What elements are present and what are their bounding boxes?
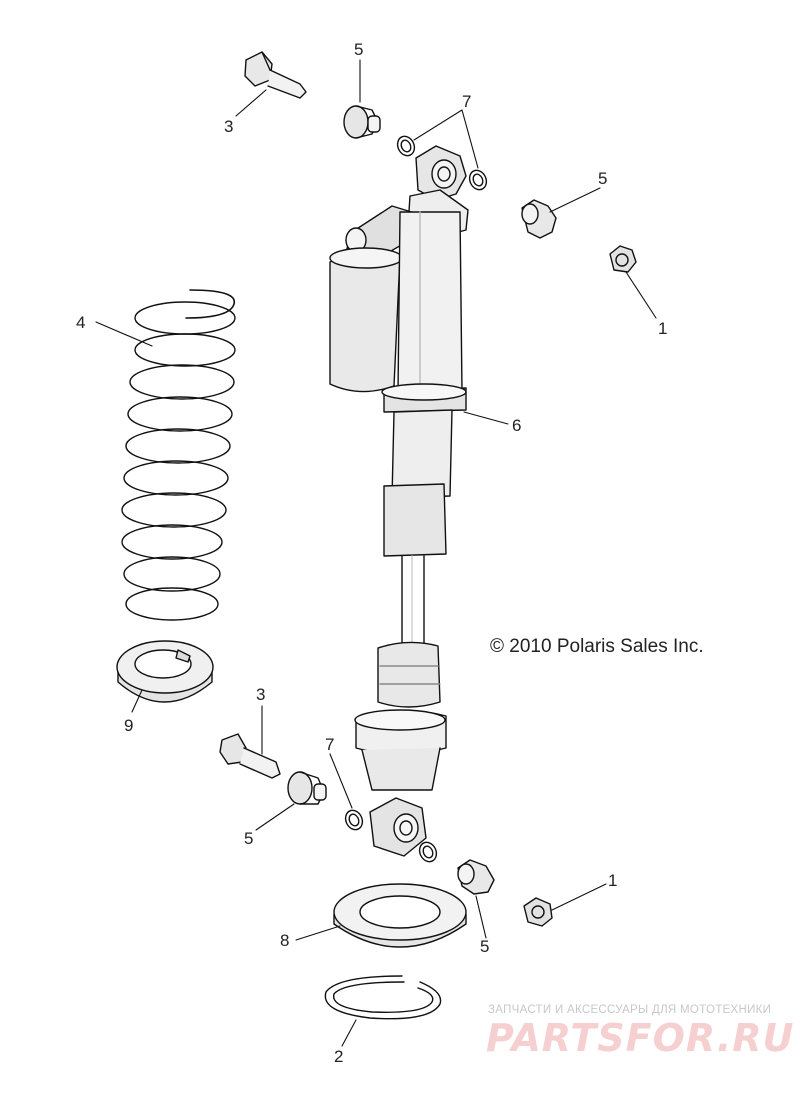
leader-lines (95, 59, 657, 1047)
callout-1-top: 1 (658, 319, 667, 338)
callout-3-bottom: 3 (256, 685, 265, 704)
top-bushing (343, 105, 381, 139)
bottom-right-bushing (457, 859, 495, 895)
bottom-left-bushing (287, 771, 327, 805)
callout-5-right: 5 (598, 169, 607, 188)
snap-ring (324, 975, 442, 1020)
callout-5-bottom-right: 5 (480, 937, 489, 956)
spring-seat (116, 640, 214, 703)
callout-6: 6 (512, 416, 521, 435)
top-bolt (244, 51, 307, 99)
watermark-tagline: ЗАПЧАСТИ И АКСЕССУАРЫ ДЛЯ МОТОТЕХНИКИ (488, 1004, 772, 1016)
bottom-nut (523, 897, 553, 927)
watermark-logo: PARTSFOR.RU (486, 1016, 795, 1060)
top-orings (396, 135, 488, 191)
callout-1-bottom: 1 (608, 871, 617, 890)
callout-5-bottom-left: 5 (244, 829, 253, 848)
callout-7-bottom: 7 (325, 735, 334, 754)
right-bushing-top (521, 199, 557, 239)
callout-9: 9 (124, 716, 133, 735)
callout-5-top: 5 (354, 40, 363, 59)
bottom-orings (344, 809, 438, 863)
retainer-washer (333, 883, 467, 948)
copyright-text: © 2010 Polaris Sales Inc. (490, 636, 704, 657)
bottom-bolt (219, 733, 281, 779)
callout-3-top: 3 (224, 117, 233, 136)
callout-4: 4 (76, 313, 85, 332)
callout-7-top: 7 (462, 92, 471, 111)
callout-2: 2 (334, 1047, 343, 1066)
callout-8: 8 (280, 931, 289, 950)
top-nut (609, 245, 637, 273)
shock-absorber (329, 145, 469, 857)
spring (121, 289, 236, 621)
